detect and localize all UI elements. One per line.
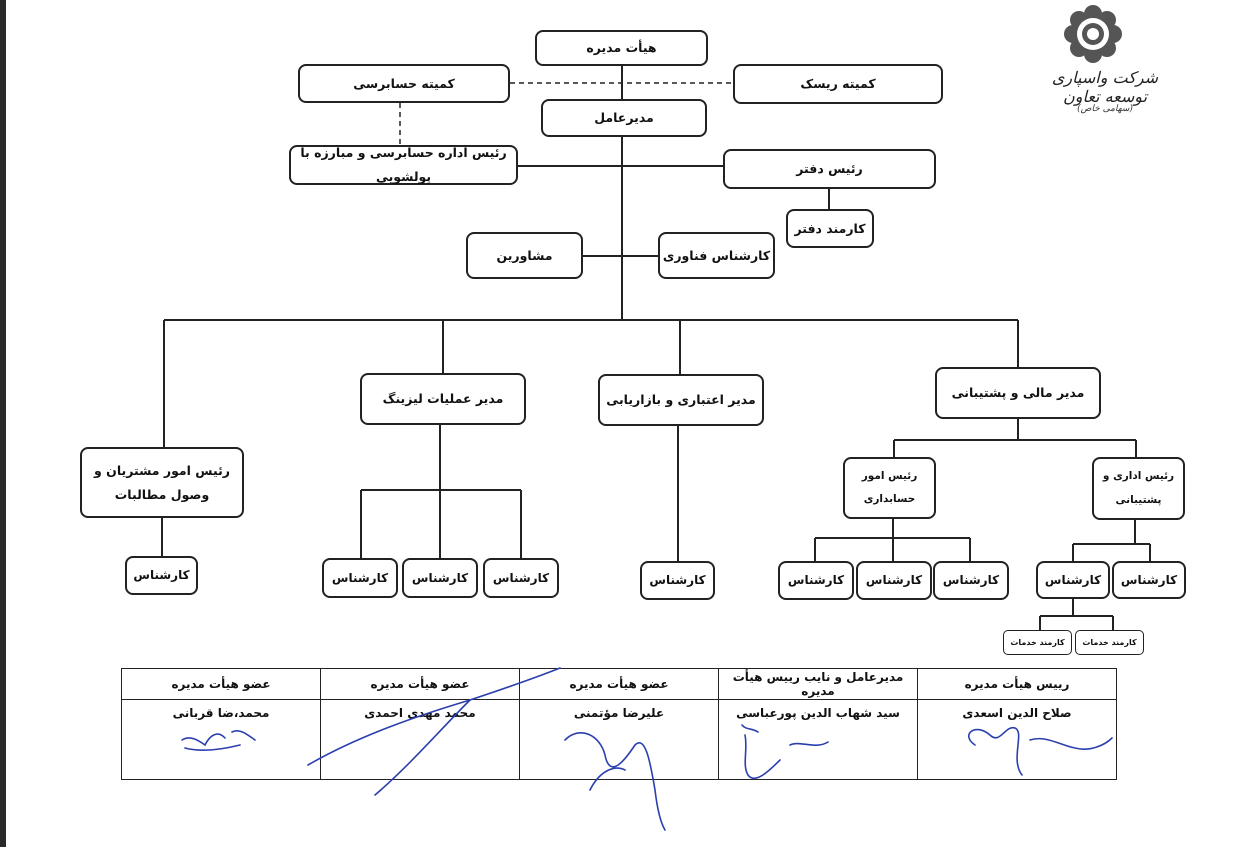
node-it-expert: کارشناس فناوری — [658, 232, 775, 279]
node-office-head: رئیس دفتر — [723, 149, 936, 189]
node-expert: کارشناس — [402, 558, 478, 598]
node-expert: کارشناس — [933, 561, 1009, 600]
node-expert: کارشناس — [778, 561, 854, 600]
name-cell: محمد،ضا قربانی — [121, 699, 321, 780]
role-cell: مدیرعامل و نایب رییس هیأت مدیره — [718, 668, 918, 700]
node-risk-committee: کمیته ریسک — [733, 64, 943, 104]
node-expert: کارشناس — [640, 561, 715, 600]
role-cell: رییس هیأت مدیره — [917, 668, 1117, 700]
scan-edge — [0, 0, 6, 847]
node-audit-head: رئیس اداره حسابرسی و مبارزه با پولشویی — [289, 145, 518, 185]
node-expert: کارشناس — [1036, 561, 1110, 599]
node-expert: کارشناس — [856, 561, 932, 600]
node-expert: کارشناس — [322, 558, 398, 598]
role-cell: عضو هیأت مدیره — [320, 668, 520, 700]
role-cell: عضو هیأت مدیره — [121, 668, 321, 700]
node-expert: کارشناس — [125, 556, 198, 595]
node-service-staff: کارمند خدمات — [1075, 630, 1144, 655]
name-cell: سید شهاب الدین پورعباسی — [718, 699, 918, 780]
node-board: هیأت مدیره — [535, 30, 708, 66]
signature-table: رییس هیأت مدیره مدیرعامل و نایب رییس هیأ… — [121, 668, 1117, 780]
role-cell: عضو هیأت مدیره — [519, 668, 719, 700]
node-finance-manager: مدیر مالی و پشتیبانی — [935, 367, 1101, 419]
node-expert: کارشناس — [1112, 561, 1186, 599]
name-cell: محمد مهدی احمدی — [320, 699, 520, 780]
name-cell: صلاح الدین اسعدی — [917, 699, 1117, 780]
node-audit-committee: کمیته حسابرسی — [298, 64, 510, 103]
name-cell: علیرضا مؤتمنی — [519, 699, 719, 780]
node-ceo: مدیرعامل — [541, 99, 707, 137]
node-service-staff: کارمند خدمات — [1003, 630, 1072, 655]
flower-emblem-icon — [1064, 5, 1122, 63]
node-credit-manager: مدیر اعتباری و بازاریابی — [598, 374, 764, 426]
company-name: شرکت واسپاری توسعه تعاون — [1051, 68, 1159, 106]
node-leasing-manager: مدیر عملیات لیزینگ — [360, 373, 526, 425]
node-expert: کارشناس — [483, 558, 559, 598]
node-advisors: مشاورین — [466, 232, 583, 279]
company-logo: شرکت واسپاری توسعه تعاون (سهامی خاص) — [1030, 4, 1180, 124]
node-office-clerk: کارمند دفتر — [786, 209, 874, 248]
company-type: (سهامی خاص) — [1077, 104, 1133, 114]
